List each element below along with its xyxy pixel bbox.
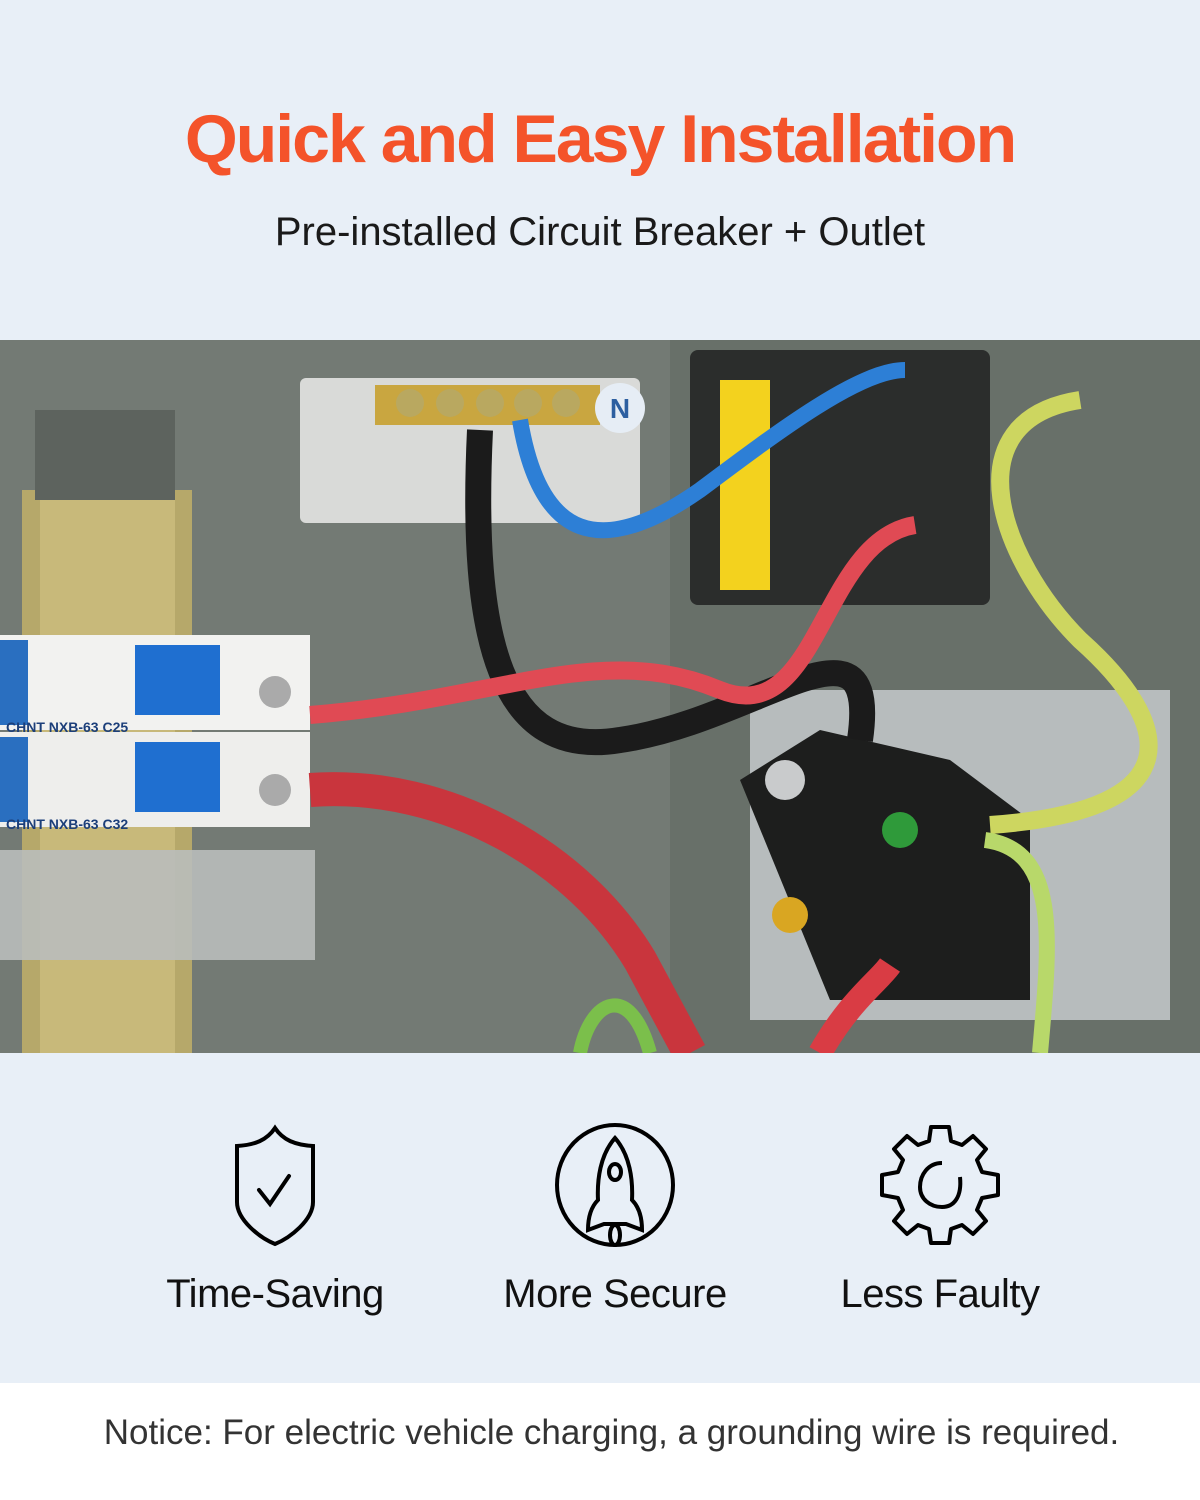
- gear-icon: [880, 1125, 1000, 1245]
- circuit-breaker: CHNT NXB-63 C25 CHNT NXB-63 C32: [0, 635, 310, 832]
- rocket-icon: [555, 1123, 675, 1247]
- feature-list: Time-Saving More Secure Less Faulty: [0, 1120, 1200, 1340]
- shield-check-icon: [235, 1124, 315, 1247]
- feature-label: Time-Saving: [166, 1272, 384, 1316]
- notice-bar: Notice: For electric vehicle charging, a…: [0, 1383, 1200, 1500]
- product-photo: CHNT NXB-63 C25 CHNT NXB-63 C32 N: [0, 340, 1200, 1053]
- breaker-brand-label: CHNT NXB-63 C25: [6, 719, 128, 735]
- feature-more-secure: More Secure: [455, 1120, 775, 1317]
- feature-label: Less Faulty: [840, 1272, 1040, 1316]
- notice-text: Notice: For electric vehicle charging, a…: [103, 1413, 1120, 1452]
- neutral-label: N: [610, 393, 630, 424]
- breaker-brand-label: CHNT NXB-63 C32: [6, 816, 128, 832]
- page-subtitle: Pre-installed Circuit Breaker + Outlet: [274, 210, 926, 254]
- feature-label: More Secure: [503, 1272, 727, 1316]
- page-title: Quick and Easy Installation: [184, 101, 1017, 177]
- feature-time-saving: Time-Saving: [115, 1120, 435, 1317]
- feature-less-faulty: Less Faulty: [780, 1120, 1100, 1317]
